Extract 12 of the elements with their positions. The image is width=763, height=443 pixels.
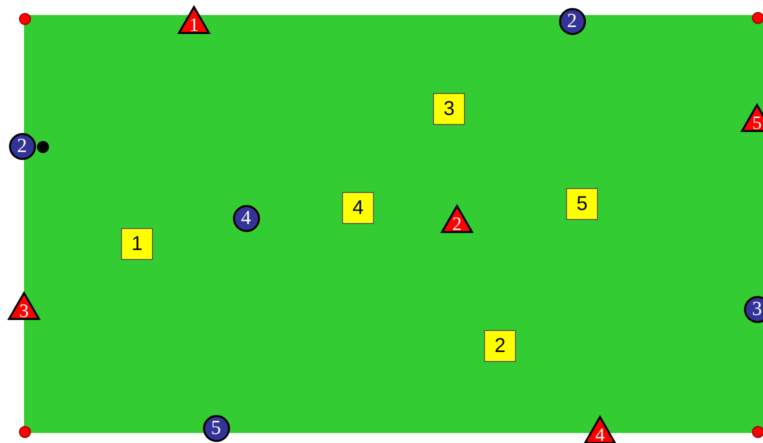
triangle-marker: 2	[440, 204, 474, 234]
square-marker: 5	[566, 188, 598, 220]
circle-marker: 2	[558, 8, 586, 34]
square-marker: 3	[433, 93, 465, 125]
square-marker: 1	[121, 228, 153, 260]
circle-marker: 2	[8, 132, 36, 160]
triangle-marker: 1	[177, 5, 211, 35]
triangle-marker: 3	[7, 291, 41, 321]
triangle-marker: 4	[583, 415, 617, 443]
square-marker: 2	[484, 330, 516, 362]
triangle-marker: 5	[740, 103, 763, 133]
square-marker: 4	[342, 192, 374, 224]
